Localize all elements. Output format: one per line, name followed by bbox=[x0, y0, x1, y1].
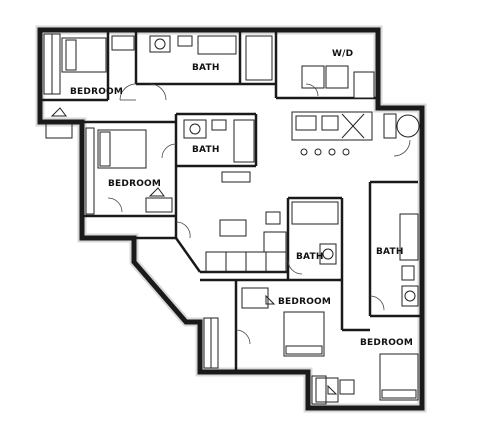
room-label-bath-east: BATH bbox=[376, 247, 404, 257]
diagonal-walls bbox=[134, 236, 202, 273]
bath-fixtures bbox=[149, 35, 419, 307]
closets bbox=[43, 33, 355, 405]
doors bbox=[107, 83, 411, 345]
living-fixtures bbox=[205, 171, 287, 273]
exterior-wall bbox=[37, 27, 425, 411]
room-label-bath-north: BATH bbox=[192, 63, 220, 73]
room-label-bedroom-west: BEDROOM bbox=[108, 179, 161, 189]
interior-walls bbox=[40, 30, 422, 372]
beds bbox=[61, 37, 419, 401]
room-label-bedroom-south: BEDROOM bbox=[278, 297, 331, 307]
room-label-bath-south: BATH bbox=[296, 252, 324, 262]
room-label-bath-center: BATH bbox=[192, 145, 220, 155]
kitchen-fixtures bbox=[291, 65, 420, 156]
desks bbox=[45, 107, 339, 403]
room-label-bedroom-southeast: BEDROOM bbox=[360, 338, 413, 348]
room-label-bedroom-northwest: BEDROOM bbox=[70, 87, 123, 97]
room-label-laundry: W/D bbox=[332, 49, 353, 59]
